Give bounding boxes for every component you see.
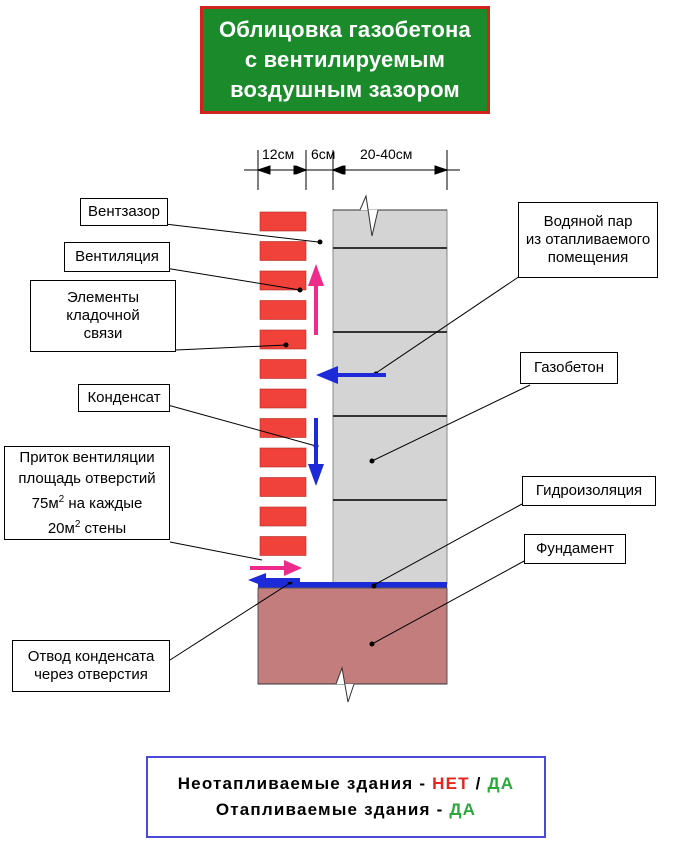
ventilation-arrow-up — [308, 264, 324, 335]
dimension-lines — [244, 150, 460, 190]
label-waterproofing: Гидроизоляция — [522, 476, 656, 506]
label-vapor-line-1: Водяной пар — [543, 213, 633, 230]
dim-block: 20-40см — [360, 146, 413, 162]
legend-separator: / — [469, 774, 488, 793]
legend-unheated-yes: ДА — [487, 774, 515, 793]
label-drain-line-1: Отвод конденсата — [27, 648, 155, 665]
brick-5 — [259, 359, 307, 379]
label-drain-line-2: через отверстия — [34, 666, 148, 683]
title-line-2: с вентилируемым — [244, 47, 446, 72]
brick-11 — [259, 536, 307, 556]
label-ventilation: Вентиляция — [64, 242, 170, 272]
legend-row-heated: Отапливаемые здания - ДА — [216, 800, 476, 820]
label-ties-line-1: Элементы — [67, 289, 139, 306]
label-ventilation-text: Вентиляция — [75, 248, 159, 265]
label-condensate: Конденсат — [78, 384, 170, 412]
label-aerated-concrete: Газобетон — [520, 352, 618, 384]
waterproofing-layer — [258, 582, 447, 588]
label-inflow-line-2: площадь отверстий — [18, 470, 156, 487]
label-inflow-line-3: 75м2 на каждые — [31, 494, 143, 512]
dim-gap: 6см — [311, 146, 336, 162]
legend-unheated-no: НЕТ — [432, 774, 470, 793]
title-line-3: воздушным зазором — [230, 77, 460, 102]
legend-unheated-text: Неотапливаемые здания - — [177, 774, 433, 793]
legend-box: Неотапливаемые здания - НЕТ / ДА Отаплив… — [146, 756, 546, 838]
label-masonry-ties: Элементы кладочной связи — [30, 280, 176, 352]
legend-heated-text: Отапливаемые здания - — [215, 800, 450, 819]
leader-lines — [163, 223, 531, 661]
drain-arrow-left — [248, 573, 300, 587]
label-foundation-text: Фундамент — [535, 540, 615, 557]
label-inflow: Приток вентиляции площадь отверстий 75м2… — [4, 446, 170, 540]
brick-10 — [259, 506, 307, 527]
label-ties-line-3: связи — [83, 325, 123, 342]
air-gap — [307, 212, 333, 584]
label-vapor: Водяной пар из отапливаемого помещения — [518, 202, 658, 278]
label-inflow-line-4: 20м2 стены — [47, 519, 127, 537]
inflow-arrow-right — [250, 560, 302, 576]
brick-7 — [259, 418, 307, 438]
dim-brick: 12см — [262, 146, 295, 162]
label-vapor-line-3: помещения — [547, 249, 629, 266]
label-condensate-text: Конденсат — [87, 389, 161, 406]
brick-3 — [259, 300, 307, 320]
brick-6 — [259, 388, 307, 409]
label-ties-line-2: кладочной — [66, 307, 140, 324]
label-ventzazor: Вентзазор — [80, 198, 168, 226]
brick-4 — [259, 329, 307, 350]
label-foundation: Фундамент — [524, 534, 626, 564]
label-inflow-line-1: Приток вентиляции — [19, 449, 155, 466]
vapor-arrow-left — [316, 366, 386, 384]
brick-9 — [259, 477, 307, 497]
legend-heated-yes: ДА — [449, 800, 477, 819]
title-line-1: Облицовка газобетона — [219, 17, 471, 42]
aerated-concrete-blocks — [332, 209, 448, 585]
label-aerated-text: Газобетон — [533, 359, 605, 376]
label-drain: Отвод конденсата через отверстия — [12, 640, 170, 692]
brick-1 — [259, 241, 307, 261]
label-ventzazor-text: Вентзазор — [88, 203, 160, 220]
foundation-block — [257, 587, 448, 685]
label-waterproofing-text: Гидроизоляция — [535, 482, 643, 499]
legend-row-unheated: Неотапливаемые здания - НЕТ / ДА — [178, 774, 515, 794]
brick-0 — [259, 211, 307, 232]
title-box: Облицовка газобетона с вентилируемым воз… — [200, 6, 490, 114]
brick-cladding — [259, 211, 307, 556]
condensate-arrow-down — [308, 418, 324, 486]
label-vapor-line-2: из отапливаемого — [525, 231, 651, 248]
brick-8 — [259, 447, 307, 468]
